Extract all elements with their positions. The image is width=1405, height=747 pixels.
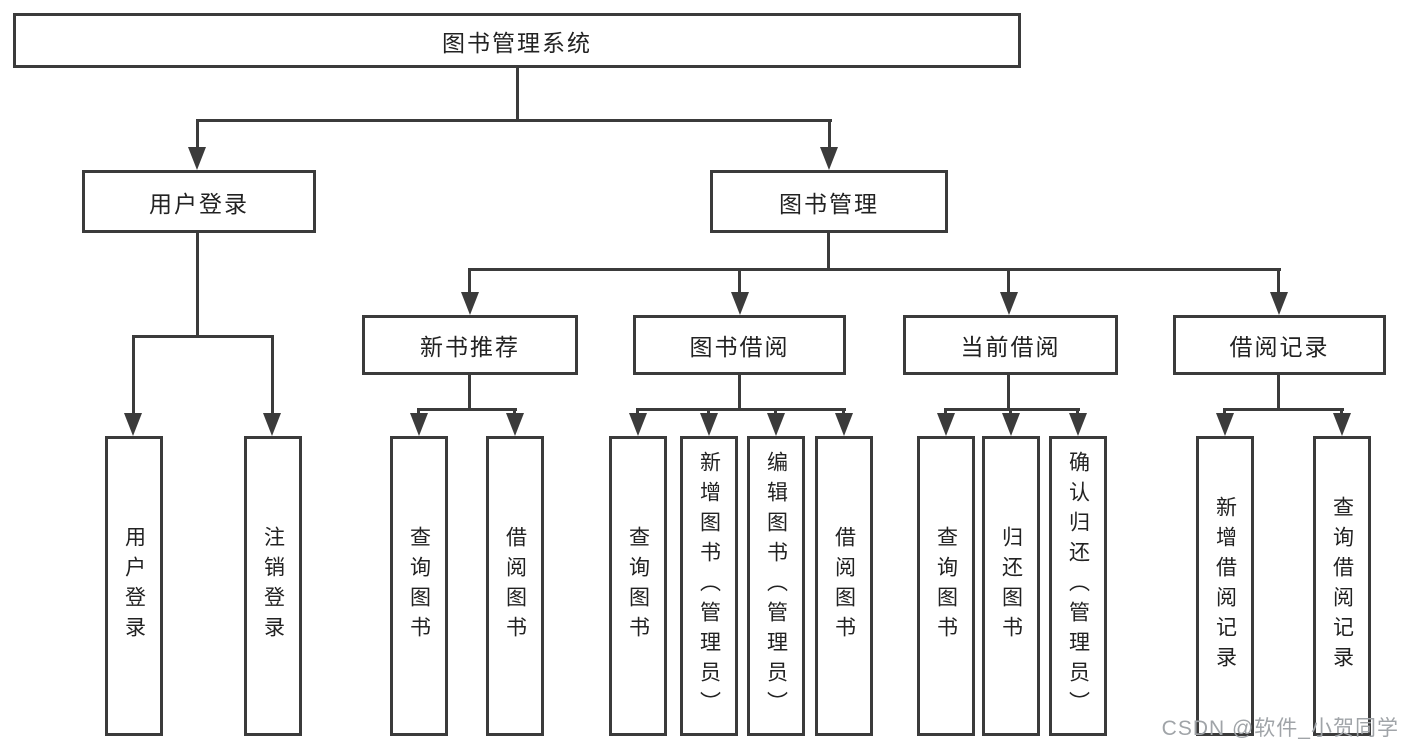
connector-level3-drop-2 <box>738 268 741 295</box>
node-book-borrow: 图书借阅 <box>633 315 846 375</box>
connector-level3-drop-3 <box>1007 268 1010 295</box>
arrowhead-borrow-add <box>700 413 718 436</box>
arrowhead-current-return <box>1002 413 1020 436</box>
leaf-records-query-record: 查询借阅记录 <box>1313 436 1371 736</box>
leaf-borrow-borrow-books: 借阅图书 <box>815 436 873 736</box>
arrowhead-borrow-query <box>629 413 647 436</box>
arrowhead-new-book-recommend <box>461 292 479 315</box>
node-book-management: 图书管理 <box>710 170 948 233</box>
connector-borrow-bar <box>636 408 846 411</box>
arrowhead-leaf-user-login <box>124 413 142 436</box>
arrowhead-records-query <box>1333 413 1351 436</box>
connector-borrow-stem <box>738 375 741 410</box>
arrowhead-book-management <box>820 147 838 170</box>
node-current-borrow: 当前借阅 <box>903 315 1118 375</box>
connector-level3-bar <box>469 268 1281 271</box>
node-root: 图书管理系统 <box>13 13 1021 68</box>
watermark: CSDN @软件_小贺同学 <box>1161 717 1399 740</box>
leaf-newbook-query-books: 查询图书 <box>390 436 448 736</box>
arrowhead-book-borrow <box>731 292 749 315</box>
connector-userlogin-bar <box>132 335 274 338</box>
connector-root-stem <box>516 68 519 122</box>
connector-newbook-bar <box>417 408 517 411</box>
connector-newbook-stem <box>468 375 471 410</box>
arrowhead-current-query <box>937 413 955 436</box>
leaf-borrow-query-books: 查询图书 <box>609 436 667 736</box>
arrowhead-newbook-borrow <box>506 413 524 436</box>
leaf-current-query-books: 查询图书 <box>917 436 975 736</box>
node-new-book-recommend: 新书推荐 <box>362 315 578 375</box>
connector-records-stem <box>1277 375 1280 410</box>
arrowhead-newbook-query <box>410 413 428 436</box>
leaf-borrow-add-books-admin: 新增图书（管理员） <box>680 436 738 736</box>
leaf-current-return-books: 归还图书 <box>982 436 1040 736</box>
arrowhead-borrow-records <box>1270 292 1288 315</box>
connector-current-stem <box>1007 375 1010 410</box>
connector-level2-drop-right <box>828 119 831 152</box>
connector-level3-drop-4 <box>1277 268 1280 295</box>
connector-current-bar <box>944 408 1080 411</box>
leaf-borrow-edit-books-admin: 编辑图书（管理员） <box>747 436 805 736</box>
arrowhead-leaf-logout <box>263 413 281 436</box>
connector-userlogin-stem <box>196 233 199 337</box>
node-borrow-records: 借阅记录 <box>1173 315 1386 375</box>
connector-bookmgmt-stem <box>827 233 830 270</box>
leaf-newbook-borrow-books: 借阅图书 <box>486 436 544 736</box>
leaf-current-confirm-return-admin: 确认归还（管理员） <box>1049 436 1107 736</box>
arrowhead-current-borrow <box>1000 292 1018 315</box>
connector-userlogin-drop-2 <box>271 335 274 415</box>
connector-level3-drop-1 <box>468 268 471 295</box>
connector-records-bar <box>1223 408 1344 411</box>
connector-level2-bar <box>196 119 832 122</box>
arrowhead-borrow-borrow <box>835 413 853 436</box>
leaf-user-login: 用户登录 <box>105 436 163 736</box>
arrowhead-user-login <box>188 147 206 170</box>
leaf-records-add-record: 新增借阅记录 <box>1196 436 1254 736</box>
arrowhead-records-add <box>1216 413 1234 436</box>
connector-level2-drop-left <box>196 119 199 152</box>
arrowhead-current-confirm <box>1069 413 1087 436</box>
connector-userlogin-drop-1 <box>132 335 135 415</box>
leaf-logout: 注销登录 <box>244 436 302 736</box>
arrowhead-borrow-edit <box>767 413 785 436</box>
node-user-login: 用户登录 <box>82 170 316 233</box>
